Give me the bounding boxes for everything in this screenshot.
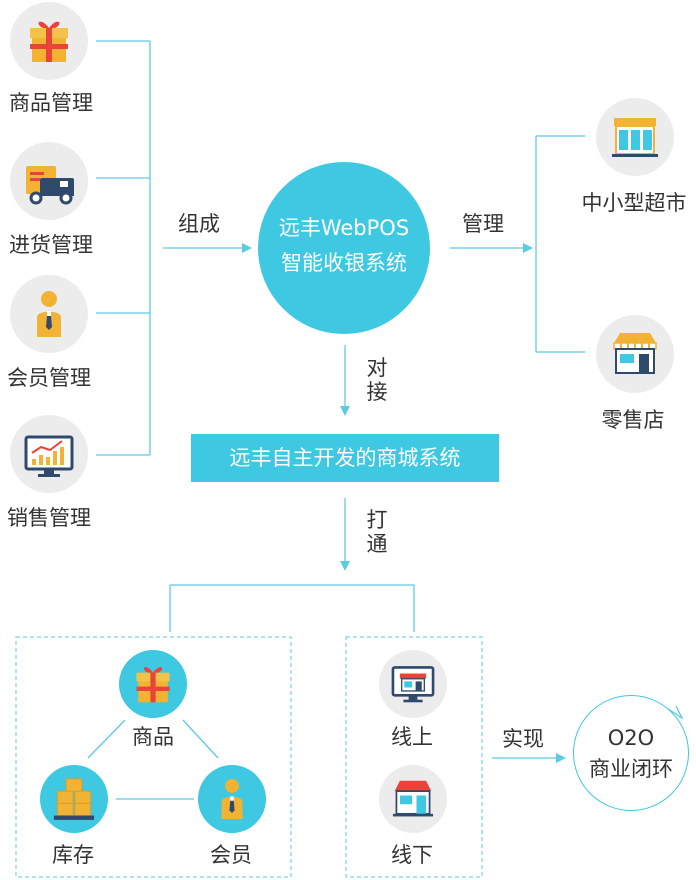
triangle-right-label: 会员 [210,843,252,867]
supermarket-icon [596,98,674,176]
right-item-label: 中小型超市 [581,191,687,215]
triangle-top-label: 商品 [132,725,174,749]
compose-label: 组成 [178,212,220,236]
triangle-left-label: 库存 [52,843,94,867]
member-person-icon [10,275,88,353]
inventory-boxes-icon [40,765,108,833]
realize-label: 实现 [502,727,544,751]
o2o-closed-loop-circle: O2O 商业闭环 [573,695,689,811]
online-shop-icon [379,650,447,718]
hub-subtitle: 智能收银系统 [281,251,407,275]
left-item-label: 销售管理 [7,506,91,530]
gift-box-icon [119,650,187,718]
channel-label: 线上 [391,725,433,749]
hub-title: 远丰WebPOS [278,216,410,240]
left-item-label: 商品管理 [9,91,93,115]
member-person-icon [198,765,266,833]
left-item-label: 会员管理 [7,366,91,390]
mall-system-box: 远丰自主开发的商城系统 [191,434,499,482]
offline-store-icon [379,765,447,833]
connect-label: 对接 [366,356,388,404]
open-label: 打通 [366,508,388,556]
retail-store-icon [596,315,674,393]
webpos-hub-circle: 远丰WebPOS 智能收银系统 [258,162,430,334]
right-item-label: 零售店 [601,408,665,432]
manage-label: 管理 [462,212,504,236]
o2o-subtitle: 商业闭环 [589,757,673,781]
gift-box-icon [10,2,88,80]
left-item-label: 进货管理 [9,233,93,257]
sales-chart-icon [10,415,88,493]
o2o-title: O2O [607,726,655,750]
channel-label: 线下 [391,843,433,867]
delivery-truck-icon [10,142,88,220]
